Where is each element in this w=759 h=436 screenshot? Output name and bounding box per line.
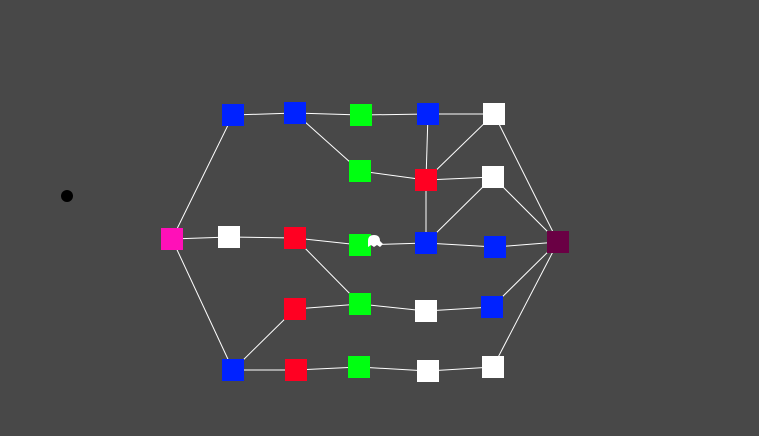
blue-node-b2[interactable] <box>284 102 306 124</box>
edge-g5-w5 <box>358 366 429 372</box>
white-node-w4[interactable] <box>415 300 437 322</box>
blue-node-b7[interactable] <box>222 359 244 381</box>
nodes-layer <box>161 102 569 382</box>
edge-w6-goal <box>492 241 559 368</box>
ghost-icon <box>368 235 383 247</box>
dot-icon <box>61 190 73 202</box>
edge-b4-b5 <box>425 242 496 248</box>
player-layer <box>368 235 383 247</box>
green-node-g1[interactable] <box>350 104 372 126</box>
edge-start-b7 <box>171 238 234 371</box>
red-node-r2[interactable] <box>284 227 306 249</box>
blue-node-b3[interactable] <box>417 103 439 125</box>
blue-node-b5[interactable] <box>484 236 506 258</box>
white-node-w5[interactable] <box>417 360 439 382</box>
red-node-r1[interactable] <box>415 169 437 191</box>
marker-layer <box>61 190 73 202</box>
edge-g1-b3 <box>360 113 429 116</box>
green-node-g3[interactable] <box>349 234 371 256</box>
blue-node-b1[interactable] <box>222 104 244 126</box>
edge-r1-w1 <box>425 113 495 181</box>
edge-start-b1 <box>171 114 234 240</box>
blue-node-b6[interactable] <box>481 296 503 318</box>
edge-w2-b4 <box>425 176 494 244</box>
white-node-w6[interactable] <box>482 356 504 378</box>
red-node-r4[interactable] <box>285 359 307 381</box>
blue-node-b4[interactable] <box>415 232 437 254</box>
edge-w1-goal <box>493 113 559 243</box>
start-node[interactable] <box>161 228 183 250</box>
green-node-g4[interactable] <box>349 293 371 315</box>
white-node-w3[interactable] <box>218 226 240 248</box>
edge-r1-w2 <box>425 176 494 181</box>
green-node-g5[interactable] <box>348 356 370 378</box>
white-node-w1[interactable] <box>483 103 505 125</box>
red-node-r3[interactable] <box>284 298 306 320</box>
white-node-w2[interactable] <box>482 166 504 188</box>
goal-node[interactable] <box>547 231 569 253</box>
green-node-g2[interactable] <box>349 160 371 182</box>
